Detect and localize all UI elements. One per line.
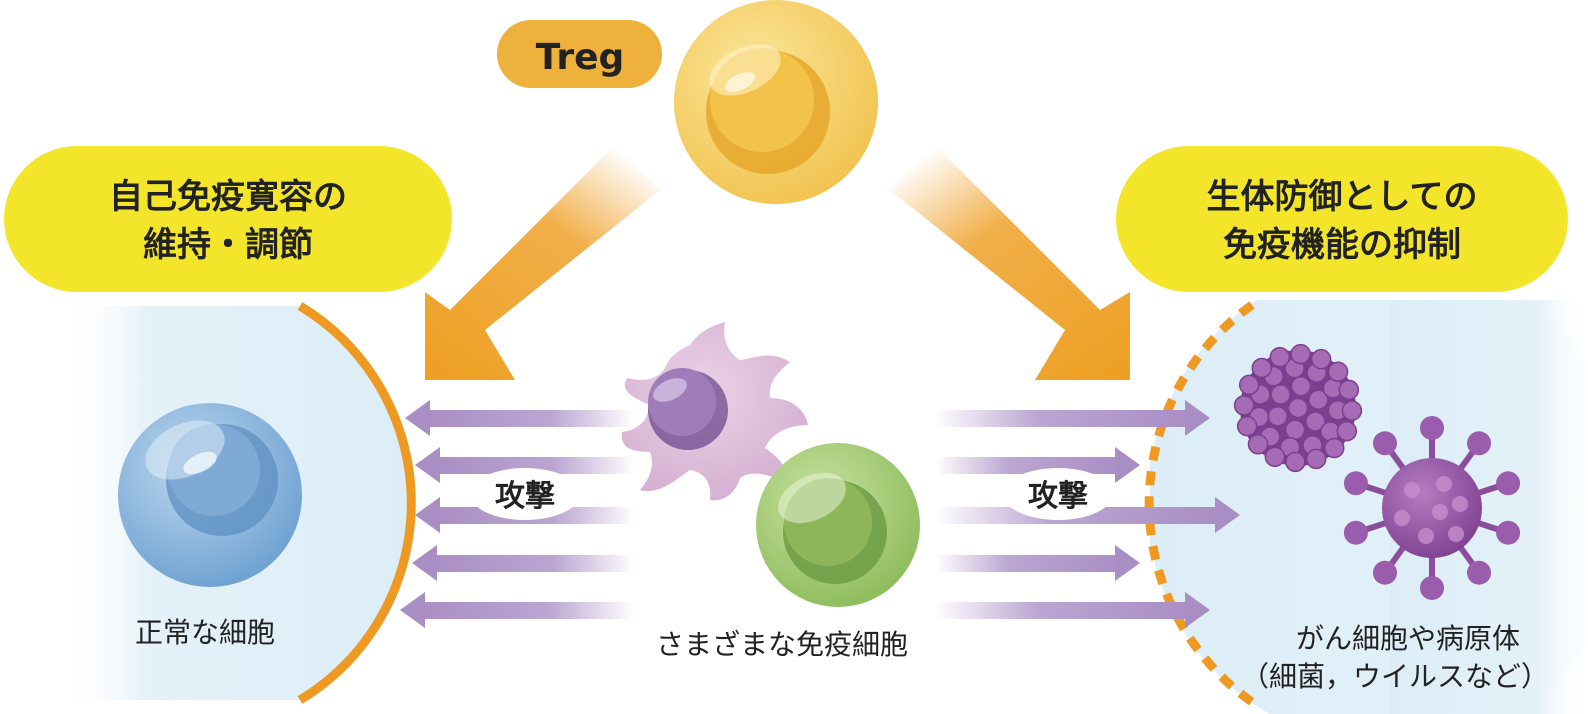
treg-label-pill: Treg: [497, 20, 662, 88]
attack-arrow-left-2: [415, 447, 635, 483]
attack-arrow-right-5: [935, 592, 1210, 628]
attack-label-left: 攻撃: [470, 468, 580, 520]
virus: [1343, 416, 1521, 600]
immune-cells-caption: さまざまな免疫細胞: [656, 628, 908, 661]
pathogen-caption-line2: （細菌，ウイルスなど）: [1241, 660, 1549, 693]
normal-cell: [118, 403, 302, 587]
dendritic-cell: [621, 322, 808, 501]
attack-arrow-left-1: [405, 400, 635, 436]
attack-arrow-left-5: [400, 592, 635, 628]
treg-label: Treg: [536, 37, 625, 78]
immune-suppression-line1: 生体防御としての: [1207, 177, 1478, 217]
treg-cell: [674, 0, 878, 204]
immune-cell: [756, 443, 920, 607]
pathogen-caption-line1: がん細胞や病原体: [1296, 622, 1520, 655]
immune-suppression-label: 生体防御としての 免疫機能の抑制: [1116, 146, 1568, 292]
normal-cell-caption: 正常な細胞: [135, 616, 275, 649]
self-tolerance-label: 自己免疫寛容の 維持・調節: [4, 146, 452, 292]
attack-label-right: 攻撃: [1003, 468, 1113, 520]
suppression-arrow-left: [425, 145, 660, 380]
attack-arrow-right-1: [935, 400, 1210, 436]
attack-arrow-left-4: [412, 545, 635, 581]
cancer-cell: [1233, 343, 1363, 473]
self-tolerance-line2: 維持・調節: [143, 225, 313, 265]
suppression-arrow-right: [890, 145, 1130, 380]
immune-suppression-line2: 免疫機能の抑制: [1223, 225, 1461, 265]
attack-arrow-right-4: [935, 545, 1140, 581]
svg-text:攻撃: 攻撃: [1028, 479, 1088, 514]
svg-text:攻撃: 攻撃: [495, 479, 555, 514]
self-tolerance-line1: 自己免疫寛容の: [109, 177, 347, 217]
